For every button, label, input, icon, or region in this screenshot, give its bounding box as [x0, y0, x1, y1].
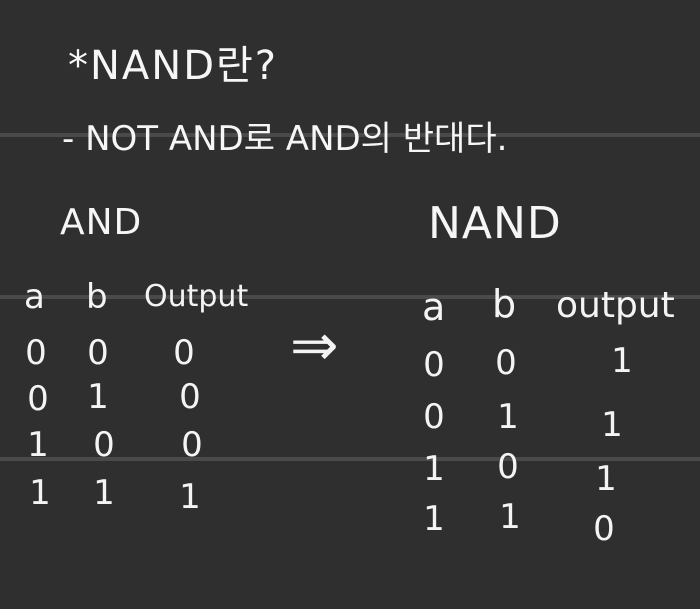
nand-cell: 1 — [499, 497, 521, 537]
nand-cell: 0 — [495, 343, 517, 383]
implies-arrow: ⇒ — [290, 311, 339, 379]
nand-heading: NAND — [428, 198, 562, 249]
nand-header-b: b — [492, 282, 517, 326]
and-header-b: b — [86, 277, 108, 317]
ruled-line — [0, 295, 700, 299]
nand-header-output: output — [556, 285, 675, 326]
subtitle: - NOT AND로 AND의 반대다. — [62, 119, 508, 159]
nand-cell: 1 — [423, 499, 445, 539]
and-cell: 1 — [27, 425, 49, 465]
page-title: *NAND란? — [68, 43, 279, 89]
nand-cell: 1 — [423, 449, 445, 489]
and-cell: 0 — [25, 333, 47, 373]
nand-cell: 0 — [423, 397, 445, 437]
nand-cell: 0 — [497, 447, 519, 487]
and-cell: 0 — [27, 379, 49, 419]
and-header-output: Output — [144, 279, 249, 314]
nand-header-a: a — [422, 285, 446, 329]
and-cell: 0 — [181, 425, 203, 465]
nand-cell: 1 — [611, 341, 633, 381]
ruled-line — [0, 457, 700, 461]
nand-cell: 1 — [497, 397, 519, 437]
and-cell: 1 — [29, 473, 51, 513]
ruled-line — [0, 133, 700, 137]
nand-cell: 0 — [423, 345, 445, 385]
nand-cell: 0 — [593, 509, 615, 549]
and-cell: 1 — [179, 477, 201, 517]
nand-cell: 1 — [595, 459, 617, 499]
nand-cell: 1 — [601, 405, 623, 445]
and-cell: 0 — [179, 377, 201, 417]
and-heading: AND — [60, 202, 143, 243]
and-cell: 1 — [93, 473, 115, 513]
and-cell: 0 — [87, 333, 109, 373]
and-cell: 0 — [93, 425, 115, 465]
and-header-a: a — [24, 277, 45, 317]
and-cell: 0 — [173, 333, 195, 373]
and-cell: 1 — [87, 377, 109, 417]
